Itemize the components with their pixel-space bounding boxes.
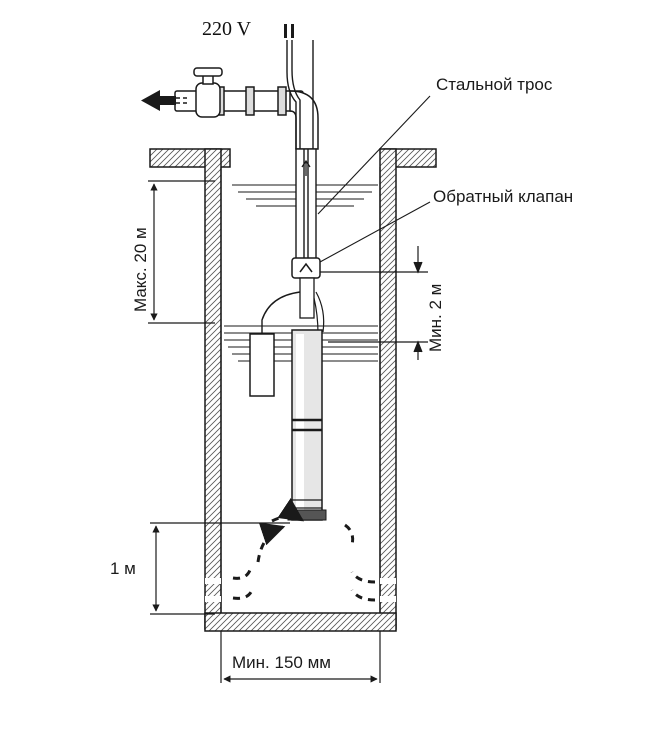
well-casing <box>204 148 397 632</box>
check-valve-label: Обратный клапан <box>433 187 573 206</box>
float-switch <box>249 333 275 397</box>
diameter-dimension <box>220 631 381 683</box>
flow-direction-icon <box>301 159 311 176</box>
bottom-gap-label: 1 м <box>110 559 136 578</box>
steel-cable-label: Стальной трос <box>436 75 553 94</box>
power-cable <box>286 40 301 149</box>
valve-pipe-segment <box>299 277 315 319</box>
pump-cable-bundle <box>313 291 325 335</box>
max-depth-label: Макс. 20 м <box>131 227 150 312</box>
check-valve <box>291 257 321 279</box>
voltage-label: 220 V <box>202 18 252 40</box>
outflow-arrow-icon <box>141 90 190 111</box>
min-depth-dimension <box>320 246 428 360</box>
min-depth-label: Мин. 2 м <box>426 284 445 352</box>
submersible-pump <box>287 329 327 521</box>
plug-icon <box>284 24 294 38</box>
steel-cable-leader <box>317 95 431 215</box>
min-diameter-label: Мин. 150 мм <box>232 653 331 672</box>
float-cable <box>261 291 301 336</box>
bottom-gap-dimension <box>150 522 290 615</box>
max-depth-dimension <box>148 180 215 324</box>
tap-valve-icon <box>193 67 223 118</box>
water-inflow-arrows <box>232 498 376 602</box>
check-valve-leader <box>319 201 431 263</box>
